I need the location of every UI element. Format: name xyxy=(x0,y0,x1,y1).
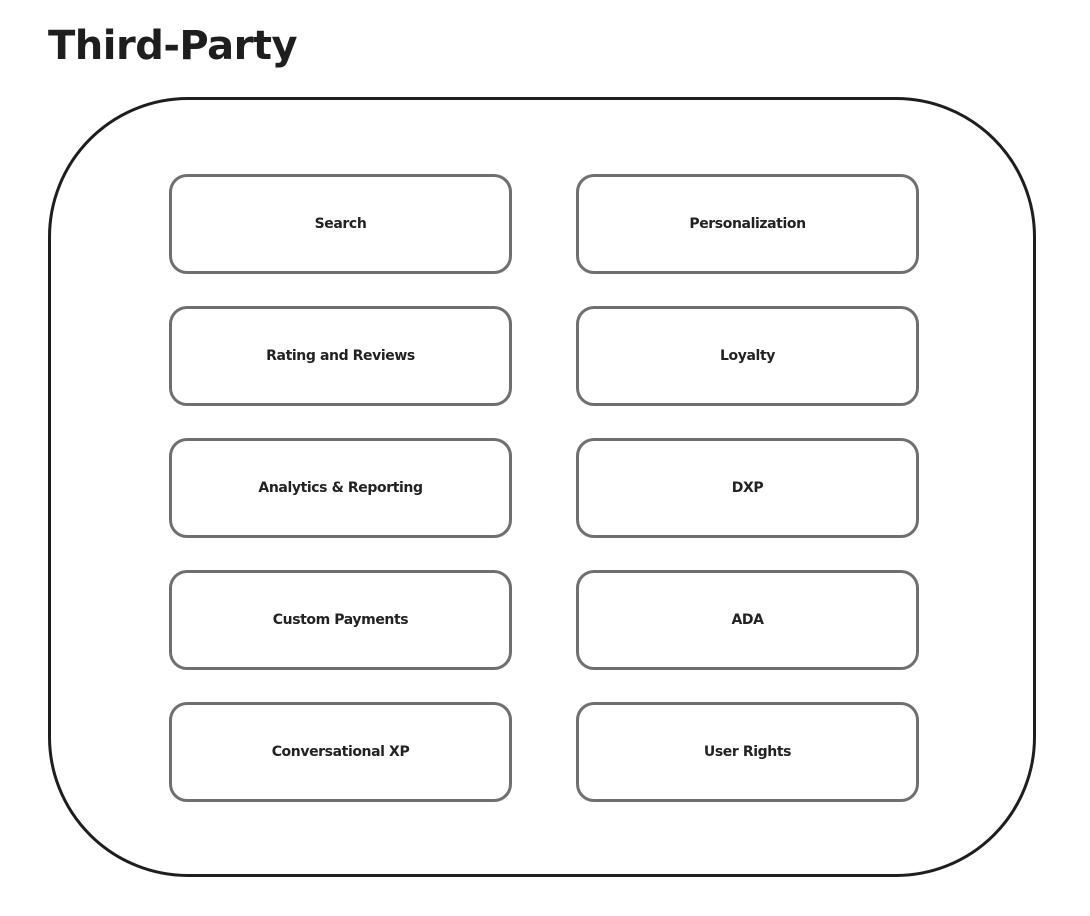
user-rights-box: User Rights xyxy=(576,702,919,802)
analytics-reporting-box: Analytics & Reporting xyxy=(169,438,512,538)
third-party-group xyxy=(48,97,1036,877)
search-box: Search xyxy=(169,174,512,274)
loyalty-box: Loyalty xyxy=(576,306,919,406)
diagram-title: Third-Party xyxy=(48,23,298,69)
custom-payments-box: Custom Payments xyxy=(169,570,512,670)
ada-box: ADA xyxy=(576,570,919,670)
personalization-box: Personalization xyxy=(576,174,919,274)
rating-and-reviews-box: Rating and Reviews xyxy=(169,306,512,406)
conversational-xp-box: Conversational XP xyxy=(169,702,512,802)
service-grid: Search Personalization Rating and Review… xyxy=(169,174,919,802)
dxp-box: DXP xyxy=(576,438,919,538)
